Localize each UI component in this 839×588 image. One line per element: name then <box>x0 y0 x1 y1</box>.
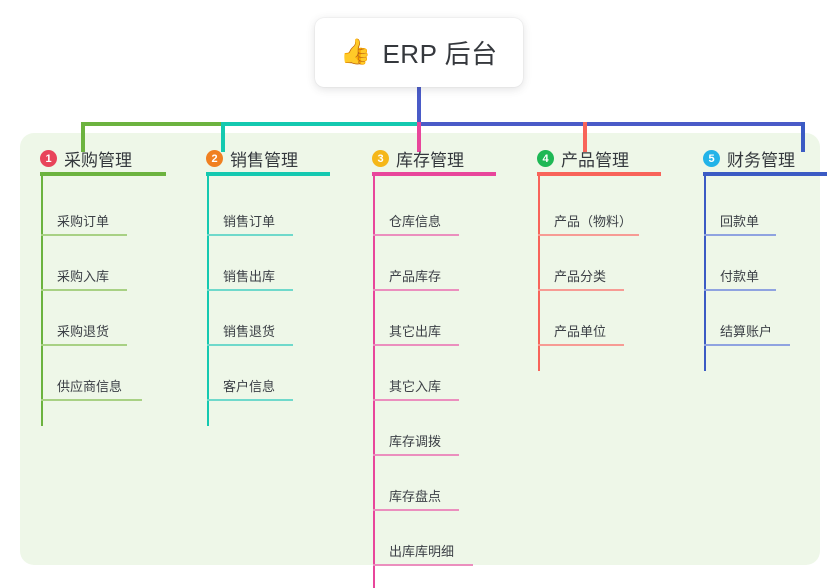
horizontal-bus-segment-2 <box>221 122 417 126</box>
leaf-node-label[interactable]: 产品单位 <box>554 324 607 339</box>
leaf-node-rule <box>538 289 624 291</box>
leaf-node-rule <box>207 289 293 291</box>
branch-number-badge: 3 <box>372 150 389 167</box>
branch-spine <box>538 174 540 371</box>
root-node-card[interactable]: 👍 ERP 后台 <box>315 18 523 87</box>
leaf-node-label[interactable]: 产品（物料） <box>554 214 633 229</box>
leaf-node-rule <box>704 344 790 346</box>
thumbs-up-icon: 👍 <box>340 38 372 66</box>
branch-header-rule <box>372 172 496 176</box>
branch-number-badge: 1 <box>40 150 57 167</box>
branch-title: 产品管理 <box>561 151 629 170</box>
branch-title: 财务管理 <box>727 151 795 170</box>
branch-spine <box>704 174 706 371</box>
leaf-node-rule <box>373 564 473 566</box>
branch-header-rule <box>703 172 827 176</box>
leaf-node-rule <box>41 344 127 346</box>
branch-header-5[interactable]: 5 财务管理 <box>703 146 795 171</box>
leaf-node-label[interactable]: 库存调拨 <box>389 434 442 449</box>
branch-header-rule <box>537 172 661 176</box>
leaf-node-label[interactable]: 产品库存 <box>389 269 442 284</box>
leaf-node-rule <box>41 399 142 401</box>
branch-header-4[interactable]: 4 产品管理 <box>537 146 629 171</box>
leaf-node-rule <box>373 509 459 511</box>
branch-header-3[interactable]: 3 库存管理 <box>372 146 464 171</box>
branch-drop-connector-1 <box>81 122 85 152</box>
leaf-node-rule <box>207 344 293 346</box>
branch-number-badge: 2 <box>206 150 223 167</box>
leaf-node-rule <box>373 454 459 456</box>
leaf-node-rule <box>538 234 639 236</box>
branch-title: 库存管理 <box>396 151 464 170</box>
leaf-node-rule <box>373 289 459 291</box>
branch-spine <box>41 174 43 426</box>
leaf-node-label[interactable]: 销售订单 <box>223 214 276 229</box>
leaf-node-label[interactable]: 付款单 <box>720 269 760 284</box>
leaf-node-label[interactable]: 销售出库 <box>223 269 276 284</box>
branch-number-badge: 4 <box>537 150 554 167</box>
leaf-node-label[interactable]: 回款单 <box>720 214 760 229</box>
branch-column-1: 1 采购管理采购订单采购入库采购退货供应商信息 <box>22 133 182 445</box>
root-stem-connector <box>417 87 421 126</box>
branch-spine <box>207 174 209 426</box>
leaf-node-label[interactable]: 其它入库 <box>389 379 442 394</box>
branch-drop-connector-3 <box>417 122 421 152</box>
branch-header-rule <box>206 172 330 176</box>
horizontal-bus-segment-3 <box>417 122 803 126</box>
leaf-node-label[interactable]: 结算账户 <box>720 324 773 339</box>
branch-column-4: 4 产品管理产品（物料） 产品分类产品单位 <box>519 133 689 390</box>
branch-header-rule <box>40 172 166 176</box>
leaf-node-label[interactable]: 客户信息 <box>223 379 276 394</box>
leaf-node-label[interactable]: 采购退货 <box>57 324 110 339</box>
diagram-panel <box>20 133 820 565</box>
horizontal-bus-segment-1 <box>81 122 221 126</box>
leaf-node-rule <box>207 234 293 236</box>
leaf-node-label[interactable]: 仓库信息 <box>389 214 442 229</box>
branch-number-badge: 5 <box>703 150 720 167</box>
leaf-node-label[interactable]: 其它出库 <box>389 324 442 339</box>
branch-drop-connector-5 <box>801 122 805 152</box>
leaf-node-rule <box>704 234 776 236</box>
leaf-node-rule <box>373 344 459 346</box>
root-node-title: ERP 后台 <box>382 39 498 69</box>
branch-title: 采购管理 <box>64 151 132 170</box>
leaf-node-rule <box>41 289 127 291</box>
branch-drop-connector-4 <box>583 122 587 152</box>
leaf-node-label[interactable]: 出库库明细 <box>389 544 455 559</box>
leaf-node-label[interactable]: 销售退货 <box>223 324 276 339</box>
leaf-node-label[interactable]: 库存盘点 <box>389 489 442 504</box>
leaf-node-label[interactable]: 采购入库 <box>57 269 110 284</box>
leaf-node-rule <box>373 234 459 236</box>
leaf-node-rule <box>41 234 127 236</box>
branch-column-5: 5 财务管理回款单付款单结算账户 <box>685 133 835 390</box>
branch-header-2[interactable]: 2 销售管理 <box>206 146 298 171</box>
branch-spine <box>373 174 375 588</box>
leaf-node-rule <box>538 344 624 346</box>
leaf-node-label[interactable]: 采购订单 <box>57 214 110 229</box>
leaf-node-rule <box>704 289 776 291</box>
branch-title: 销售管理 <box>230 151 298 170</box>
branch-column-2: 2 销售管理销售订单销售出库销售退货客户信息 <box>188 133 348 445</box>
leaf-node-rule <box>373 399 459 401</box>
leaf-node-label[interactable]: 产品分类 <box>554 269 607 284</box>
branch-header-1[interactable]: 1 采购管理 <box>40 146 132 171</box>
branch-column-3: 3 库存管理仓库信息产品库存其它出库其它入库库存调拨库存盘点出库库明细 <box>354 133 524 588</box>
branch-drop-connector-2 <box>221 122 225 152</box>
leaf-node-label[interactable]: 供应商信息 <box>57 379 123 394</box>
leaf-node-rule <box>207 399 293 401</box>
